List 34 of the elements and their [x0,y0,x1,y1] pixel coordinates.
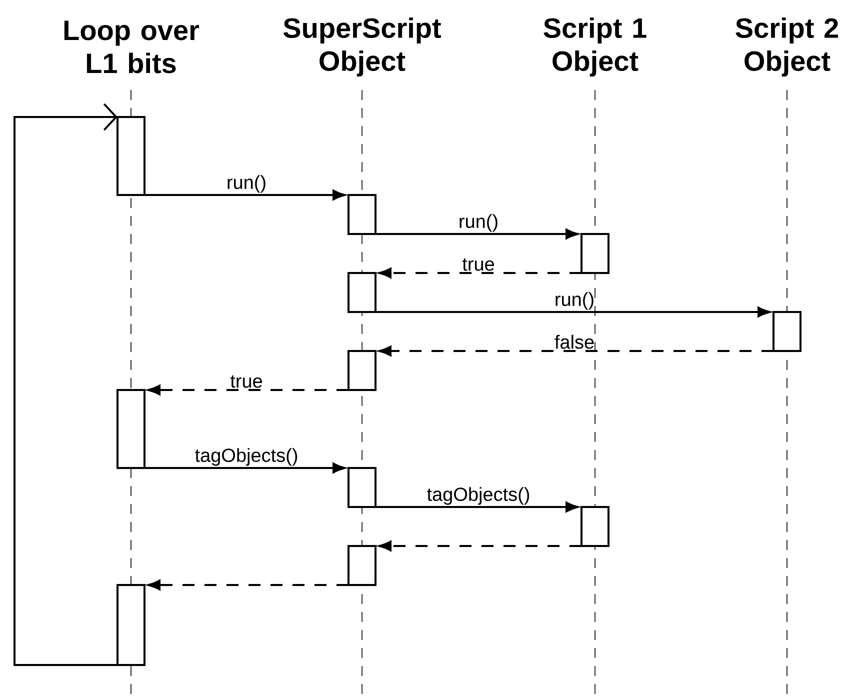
edge-label: tagObjects() [427,487,530,505]
message-arrow [378,268,582,278]
object-label: SuperScript Object [283,17,442,77]
message-arrow [378,540,582,552]
object-label: Script 2 Object [736,17,838,77]
activation-bar [116,584,146,666]
edge-label: true [230,375,262,388]
message-arrow [148,580,348,590]
edge-label: run() [556,292,594,310]
message-arrow [144,462,346,474]
loop-arrow [14,103,118,666]
message-arrow [144,190,346,200]
activation-bar [348,272,376,313]
message-arrow [378,346,774,356]
activation-bar [348,350,376,391]
activation-bar [348,467,376,508]
activation-bar [348,194,376,235]
object-label: Loop over L1 bits [64,20,200,74]
activation-bar [772,311,802,352]
message-arrow [148,384,348,396]
activation-bar [116,389,146,469]
activation-bar [580,506,610,547]
object-label: Script 1 Object [544,17,646,77]
edge-label: run() [460,214,498,232]
edge-label: tagObjects() [195,448,298,466]
message-arrow [376,306,770,318]
message-arrow [376,228,578,240]
edge-label: false [554,334,594,349]
activation-bar [116,116,146,196]
activation-bar [348,545,376,586]
message-arrow [376,502,578,512]
activation-bar [580,233,610,274]
edge-label: run() [228,175,266,193]
edge-label: true [462,258,494,271]
